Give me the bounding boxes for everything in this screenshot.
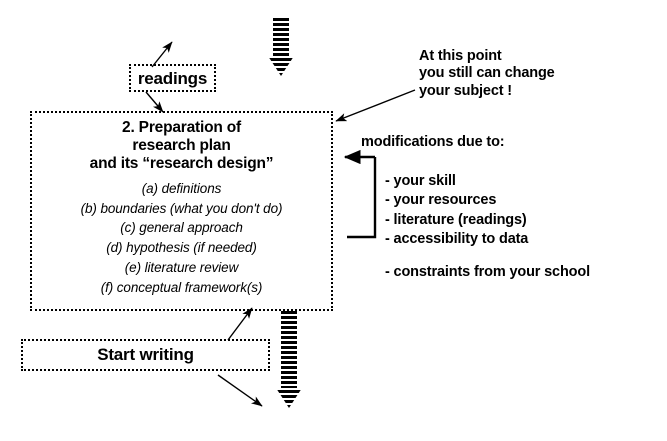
modifications-extra-item: - constraints from your school: [385, 264, 590, 281]
bracket-arrow-modifications: [343, 149, 377, 239]
striped-down-arrow-top: [261, 18, 301, 76]
modifications-item: - accessibility to data: [385, 230, 529, 247]
start-writing-label: Start writing: [97, 345, 194, 364]
note-change-subject: At this point you still can change your …: [419, 48, 555, 100]
research-plan-items: (a) definitions (b) boundaries (what you…: [32, 179, 331, 297]
research-plan-item: (b) boundaries (what you don't do): [80, 200, 283, 216]
research-plan-item: (f) conceptual framework(s): [100, 279, 263, 295]
note-change-subject-line-3: your subject !: [419, 82, 512, 99]
note-change-subject-line-2: you still can change: [419, 65, 555, 82]
arrow-readings-to-main-box: [145, 91, 164, 113]
arrow-note-to-main-box: [335, 89, 416, 122]
modifications-item: - your resources: [385, 192, 497, 209]
modifications-item: - literature (readings): [385, 211, 527, 228]
readings-label: readings: [137, 68, 208, 88]
readings-box[interactable]: readings: [129, 64, 216, 92]
arrow-head: [276, 388, 302, 408]
arrow-head: [268, 56, 294, 76]
research-plan-title-line-2: research plan: [132, 137, 231, 155]
research-plan-item: (d) hypothesis (if needed): [106, 240, 257, 256]
research-plan-title-line-3: and its “research design”: [89, 155, 274, 173]
research-plan-box[interactable]: 2. Preparation of research plan and its …: [30, 111, 333, 311]
spacer: [385, 249, 590, 263]
research-plan-item: (a) definitions: [141, 181, 222, 196]
research-plan-title-line-1: 2. Preparation of: [122, 119, 241, 136]
arrow-down-from-start-box: [217, 374, 263, 407]
research-plan-title: 2. Preparation of research plan and its …: [32, 119, 331, 173]
arrow-shaft: [273, 18, 289, 58]
modifications-heading: modifications due to:: [361, 134, 505, 150]
research-plan-item: (e) literature review: [124, 259, 239, 275]
arrow-up-to-main-box: [227, 307, 253, 341]
striped-down-arrow-bottom: [269, 311, 309, 408]
modifications-item: - your skill: [385, 173, 456, 189]
note-change-subject-line-1: At this point: [419, 48, 502, 64]
start-writing-box[interactable]: Start writing: [21, 339, 270, 371]
modifications-list: - your skill - your resources - literatu…: [385, 172, 590, 282]
research-plan-item: (c) general approach: [120, 220, 243, 236]
arrow-shaft: [281, 311, 297, 390]
